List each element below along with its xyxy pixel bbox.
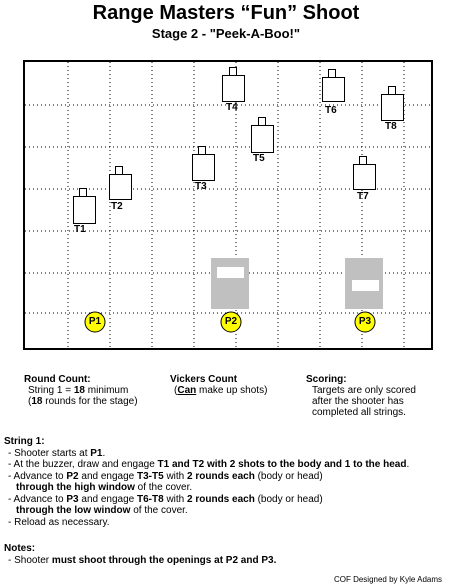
target-t1: [73, 188, 96, 224]
position-p1-marker: [84, 311, 106, 333]
target-t2: [109, 166, 132, 200]
cover-p2: [211, 258, 249, 309]
scoring-section: Scoring: Targets are only scored after t…: [306, 374, 416, 418]
target-t3: [192, 146, 215, 181]
target-t4: [222, 67, 245, 102]
scoring-line-3: completed all strings.: [312, 407, 406, 418]
stage-grid: [25, 62, 431, 348]
vickers-section: Vickers Count (Can make up shots): [170, 374, 267, 396]
vickers-line-1: (Can make up shots): [174, 385, 268, 396]
position-label-p1: P1: [88, 316, 102, 327]
target-label-t7: T7: [357, 191, 369, 202]
target-t7: [353, 156, 376, 190]
target-label-t6: T6: [325, 105, 337, 116]
target-label-t5: T5: [253, 153, 265, 164]
string1-item-3: - Advance to P2 and engage T3-T5 with 2 …: [8, 470, 323, 482]
position-label-p3: P3: [358, 316, 372, 327]
design-credit: COF Designed by Kyle Adams: [333, 575, 442, 584]
string1-heading: String 1:: [4, 436, 45, 447]
target-t5: [251, 117, 274, 153]
string1-item-4: through the high window of the cover.: [16, 482, 193, 493]
string1-section: String 1: - Shooter starts at P1. - At t…: [4, 436, 409, 528]
round-count-heading: Round Count:: [24, 374, 91, 385]
notes-line-1: - Shooter must shoot through the opening…: [8, 554, 277, 566]
string1-item-6: through the low window of the cover.: [16, 505, 188, 516]
stage-diagram: T1 T2 T3 T4 T5 T6 T7 T8 P1 P2 P3: [23, 60, 433, 350]
stage-subtitle: Stage 2 - "Peek-A-Boo!": [151, 26, 301, 41]
string1-item-2: - At the buzzer, draw and engage T1 and …: [8, 459, 410, 470]
scoring-line-2: after the shooter has: [312, 396, 404, 407]
string1-item-7: - Reload as necessary.: [8, 516, 110, 528]
notes-section: Notes: - Shooter must shoot through the …: [4, 543, 276, 566]
page-title: Range Masters “Fun” Shoot: [92, 2, 360, 24]
scoring-line-1: Targets are only scored: [312, 385, 416, 396]
string1-item-5: - Advance to P3 and engage T6-T8 with 2 …: [8, 493, 323, 505]
target-label-t1: T1: [74, 224, 86, 235]
round-count-section: Round Count: String 1 = 18 minimum (18 r…: [24, 374, 138, 407]
round-count-line-1: String 1 = 18 minimum: [28, 385, 129, 396]
position-label-p2: P2: [224, 316, 238, 327]
round-count-line-2: (18 rounds for the stage): [28, 396, 138, 407]
notes-heading: Notes:: [4, 543, 36, 554]
target-label-t2: T2: [111, 201, 123, 212]
target-label-t8: T8: [385, 121, 397, 132]
target-t8: [381, 86, 404, 121]
vickers-heading: Vickers Count: [170, 374, 238, 385]
scoring-heading: Scoring:: [306, 374, 347, 385]
position-p3-marker: [354, 311, 376, 333]
position-p2-marker: [220, 311, 242, 333]
target-t6: [322, 69, 345, 102]
string1-item-1: - Shooter starts at P1.: [8, 447, 106, 459]
target-label-t4: T4: [226, 102, 238, 113]
target-label-t3: T3: [195, 181, 207, 192]
cover-p3: [345, 258, 383, 309]
